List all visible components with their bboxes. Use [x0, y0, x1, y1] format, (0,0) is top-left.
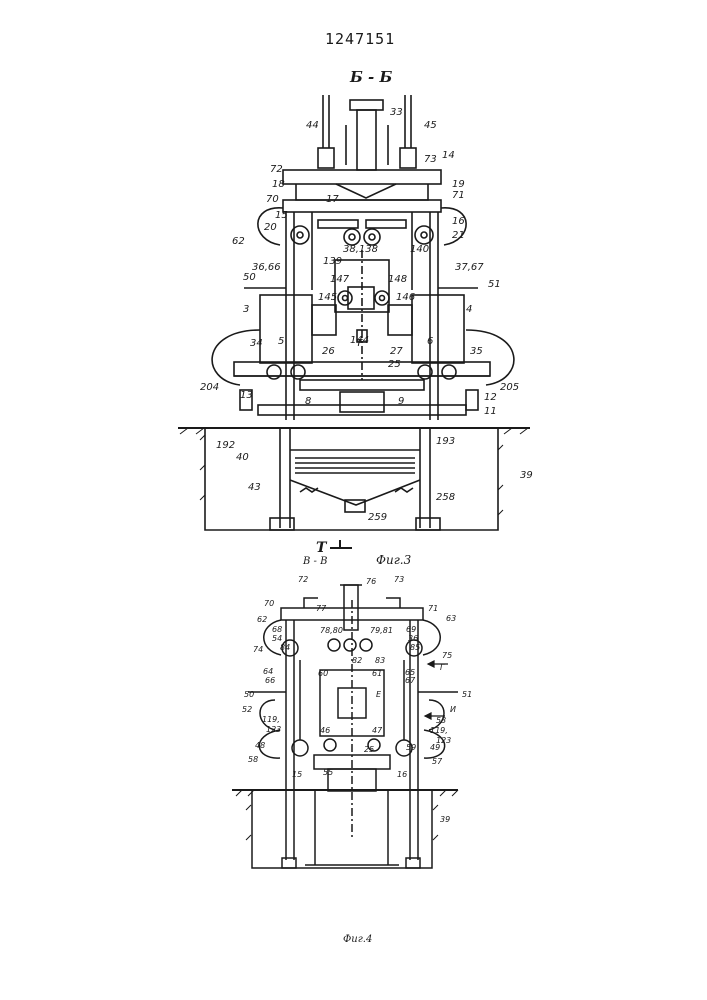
reference-label: 34 — [250, 338, 263, 349]
reference-label: 70 — [266, 194, 279, 205]
reference-label: 40 — [236, 452, 249, 463]
reference-label: 51 — [488, 279, 501, 290]
reference-label: 20 — [264, 222, 277, 233]
reference-label: 8 — [305, 396, 311, 407]
reference-label: 258 — [436, 492, 455, 503]
reference-label: 13 — [240, 390, 253, 401]
reference-label: 33 — [390, 107, 403, 118]
reference-label: 14 — [442, 150, 455, 161]
reference-label: 140 — [410, 244, 429, 255]
reference-label: 38,138 — [343, 244, 378, 255]
reference-label: 21 — [452, 230, 465, 241]
reference-label: 4 — [466, 304, 472, 315]
reference-label: 205 — [500, 382, 519, 393]
reference-label: 15 — [275, 210, 288, 221]
reference-label: 73 — [424, 154, 437, 165]
reference-label: 6 — [427, 336, 433, 347]
figure-3-geometry — [178, 95, 530, 548]
reference-label: 37,67 — [455, 262, 484, 273]
reference-label: 35 — [470, 346, 483, 357]
reference-label: 26 — [322, 346, 335, 357]
reference-label: 192 — [216, 440, 235, 451]
reference-label: 72 — [270, 164, 283, 175]
reference-label: 25 — [388, 359, 401, 370]
reference-label: 44 — [306, 120, 319, 131]
reference-label: 204 — [200, 382, 219, 393]
reference-label: 19 — [452, 179, 465, 190]
reference-label: 145 — [318, 292, 337, 303]
reference-label: 16 — [452, 216, 465, 227]
reference-label: 71 — [452, 190, 465, 201]
reference-label: Т — [356, 338, 363, 349]
reference-label: 27 — [390, 346, 403, 357]
reference-label: 39 — [520, 470, 533, 481]
reference-label: 62 — [232, 236, 245, 247]
reference-label: 5 — [278, 336, 284, 347]
reference-label: 43 — [248, 482, 261, 493]
reference-label: 3 — [243, 304, 249, 315]
reference-label: 11 — [484, 406, 497, 417]
reference-label: 259 — [368, 512, 387, 523]
reference-label: 9 — [398, 396, 404, 407]
reference-label: 50 — [243, 272, 256, 283]
reference-label: 139 — [323, 256, 342, 267]
reference-label: 147 — [330, 274, 350, 285]
reference-label: 45 — [424, 120, 437, 131]
reference-label: 193 — [436, 436, 455, 447]
reference-label: 148 — [388, 274, 407, 285]
reference-label: 12 — [484, 392, 497, 403]
reference-label: 146 — [396, 292, 415, 303]
reference-label: 36,66 — [252, 262, 281, 273]
reference-label: 18 — [272, 179, 285, 190]
reference-label: 17 — [326, 194, 339, 205]
